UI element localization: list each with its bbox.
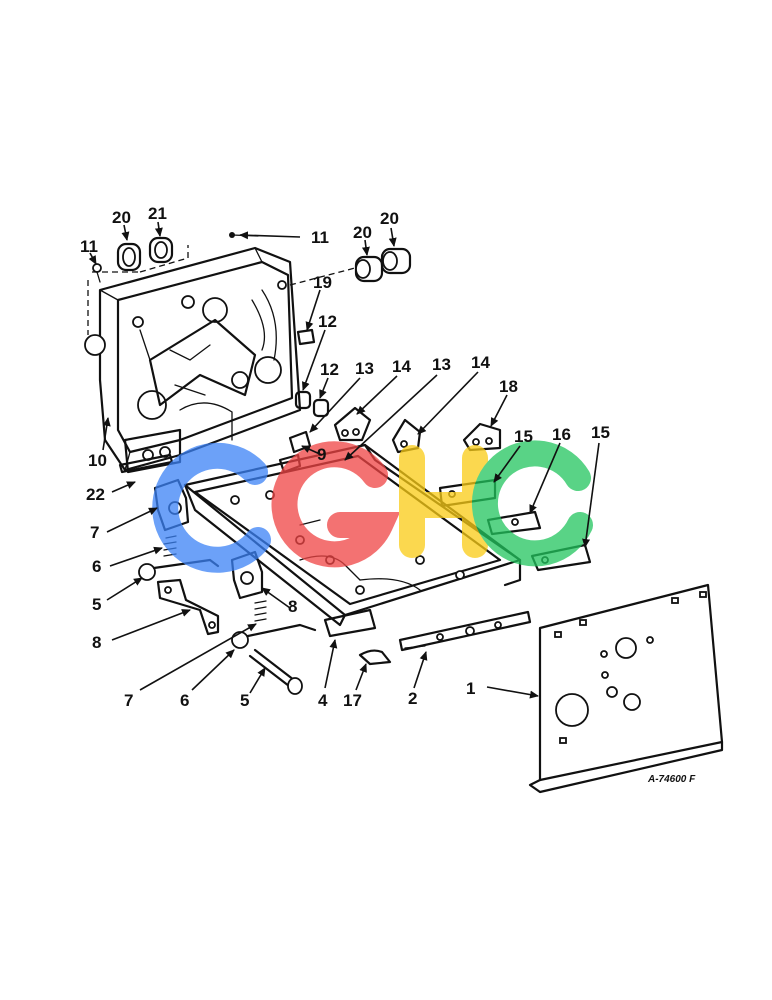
block-12-upper (294, 390, 312, 410)
callout-13-right: 13 (432, 355, 451, 374)
callout-13-left: 13 (355, 359, 374, 378)
plate-18 (462, 422, 502, 452)
callout-15-upper: 15 (514, 427, 533, 446)
watermark-logo (152, 440, 593, 573)
watermark-g-red (271, 441, 401, 568)
callout-16: 16 (552, 425, 571, 444)
callout-7-lower: 8 (288, 597, 297, 616)
callout-4: 5 (240, 691, 249, 710)
callout-1: 1 (466, 679, 475, 698)
callout-12-lower: 12 (320, 360, 339, 379)
callout-14-left: 14 (392, 357, 411, 376)
callout-19: 19 (313, 273, 332, 292)
callout-12-upper: 12 (318, 312, 337, 331)
latch-17 (358, 649, 392, 666)
plate-14-center (391, 418, 422, 454)
lever-5-lower (231, 623, 317, 649)
callout-21: 21 (148, 204, 167, 223)
callout-6-upper: 6 (92, 557, 101, 576)
callout-22: 22 (86, 485, 105, 504)
callout-18: 18 (499, 377, 518, 396)
callout-20-left: 20 (112, 208, 131, 227)
bushing-20-right-b (380, 247, 412, 275)
housing-frame (84, 246, 302, 474)
leader-lines (88, 221, 600, 699)
callout-15-lower: 15 (591, 423, 610, 442)
callout-11-left: 11 (80, 237, 98, 256)
spring-6-lower (254, 600, 267, 622)
watermark-c-green (471, 440, 593, 567)
callout-2: 2 (408, 689, 417, 708)
pin-4 (248, 648, 303, 695)
callout-20-right-b: 20 (380, 209, 399, 228)
screw-11-left (92, 263, 102, 283)
drawing-reference: A-74600 F (647, 774, 696, 785)
callout-14-right: 14 (471, 353, 490, 372)
bushing-21 (148, 236, 174, 264)
callout-8-label: 8 (92, 633, 101, 652)
callout-labels: 11 11 20 21 20 20 19 12 12 13 14 13 14 1… (80, 204, 610, 710)
callout-5-upper: 5 (92, 595, 101, 614)
callout-9: 9 (317, 445, 326, 464)
watermark-c-blue (152, 442, 271, 573)
callout-17: 17 (343, 691, 362, 710)
plate-13-left (333, 406, 372, 442)
block-12-lower (312, 398, 330, 418)
callout-5-lower: 6 (180, 691, 189, 710)
callout-7-upper: 7 (90, 523, 99, 542)
bushing-20-left (116, 242, 142, 272)
callout-20-right-a: 20 (353, 223, 372, 242)
cover-panel-1 (528, 583, 724, 794)
bracket-8 (156, 578, 220, 636)
callout-6-lower: 7 (124, 691, 133, 710)
callout-11-top: 11 (311, 228, 329, 247)
callout-10: 10 (88, 451, 107, 470)
watermark-h-yellow (399, 445, 488, 558)
strip-2 (398, 610, 532, 652)
nut-19 (296, 328, 316, 346)
callout-3: 4 (318, 691, 328, 710)
bushing-20-right-a (354, 255, 384, 283)
